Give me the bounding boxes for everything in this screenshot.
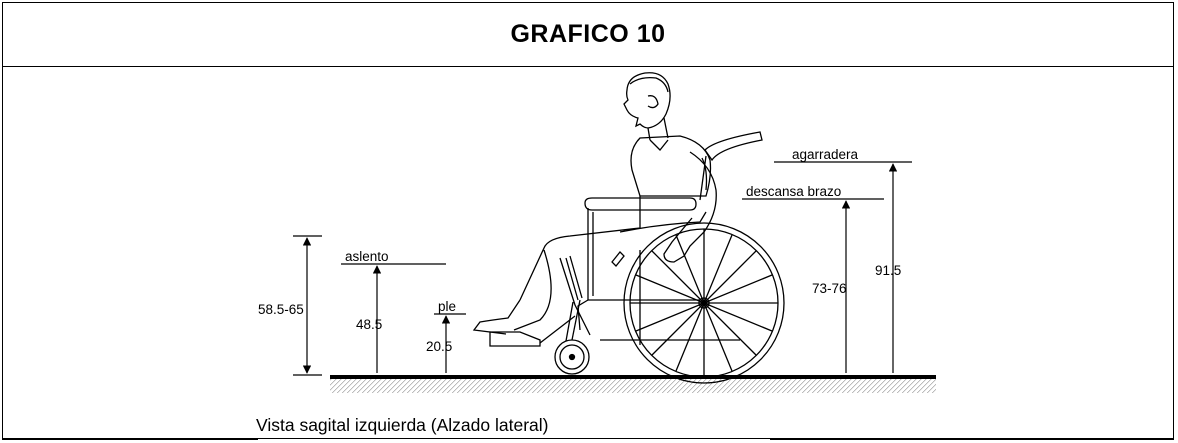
dim-value-handle-height: 91.5 — [875, 263, 901, 278]
dim-value-armrest-height: 73-76 — [812, 281, 847, 296]
dim-seat-height — [341, 263, 446, 373]
dim-armrest-height — [742, 198, 884, 373]
dim-foot-height — [434, 313, 466, 373]
label-seat: aslento — [345, 249, 389, 264]
front-caster — [554, 299, 590, 375]
person-illustration — [472, 72, 717, 335]
dim-value-seat-height: 48.5 — [356, 317, 382, 332]
dim-value-foot-height: 20.5 — [426, 339, 452, 354]
label-foot: ple — [438, 299, 456, 314]
bottom-border-right — [770, 439, 1174, 440]
label-armrest: descansa brazo — [746, 184, 841, 199]
figure-title: GRAFICO 10 — [510, 20, 666, 48]
rear-wheel — [623, 222, 785, 384]
dim-handle-height — [774, 161, 912, 373]
bottom-border-left — [2, 439, 258, 440]
label-handle: agarradera — [792, 147, 859, 162]
dim-value-seat-range: 58.5-65 — [258, 302, 304, 317]
dim-seat-range — [293, 235, 322, 376]
floor — [330, 375, 936, 393]
title-bar: GRAFICO 10 — [3, 3, 1173, 67]
wheelchair-illustration — [489, 131, 785, 384]
figure-caption: Vista sagital izquierda (Alzado lateral) — [256, 415, 549, 435]
